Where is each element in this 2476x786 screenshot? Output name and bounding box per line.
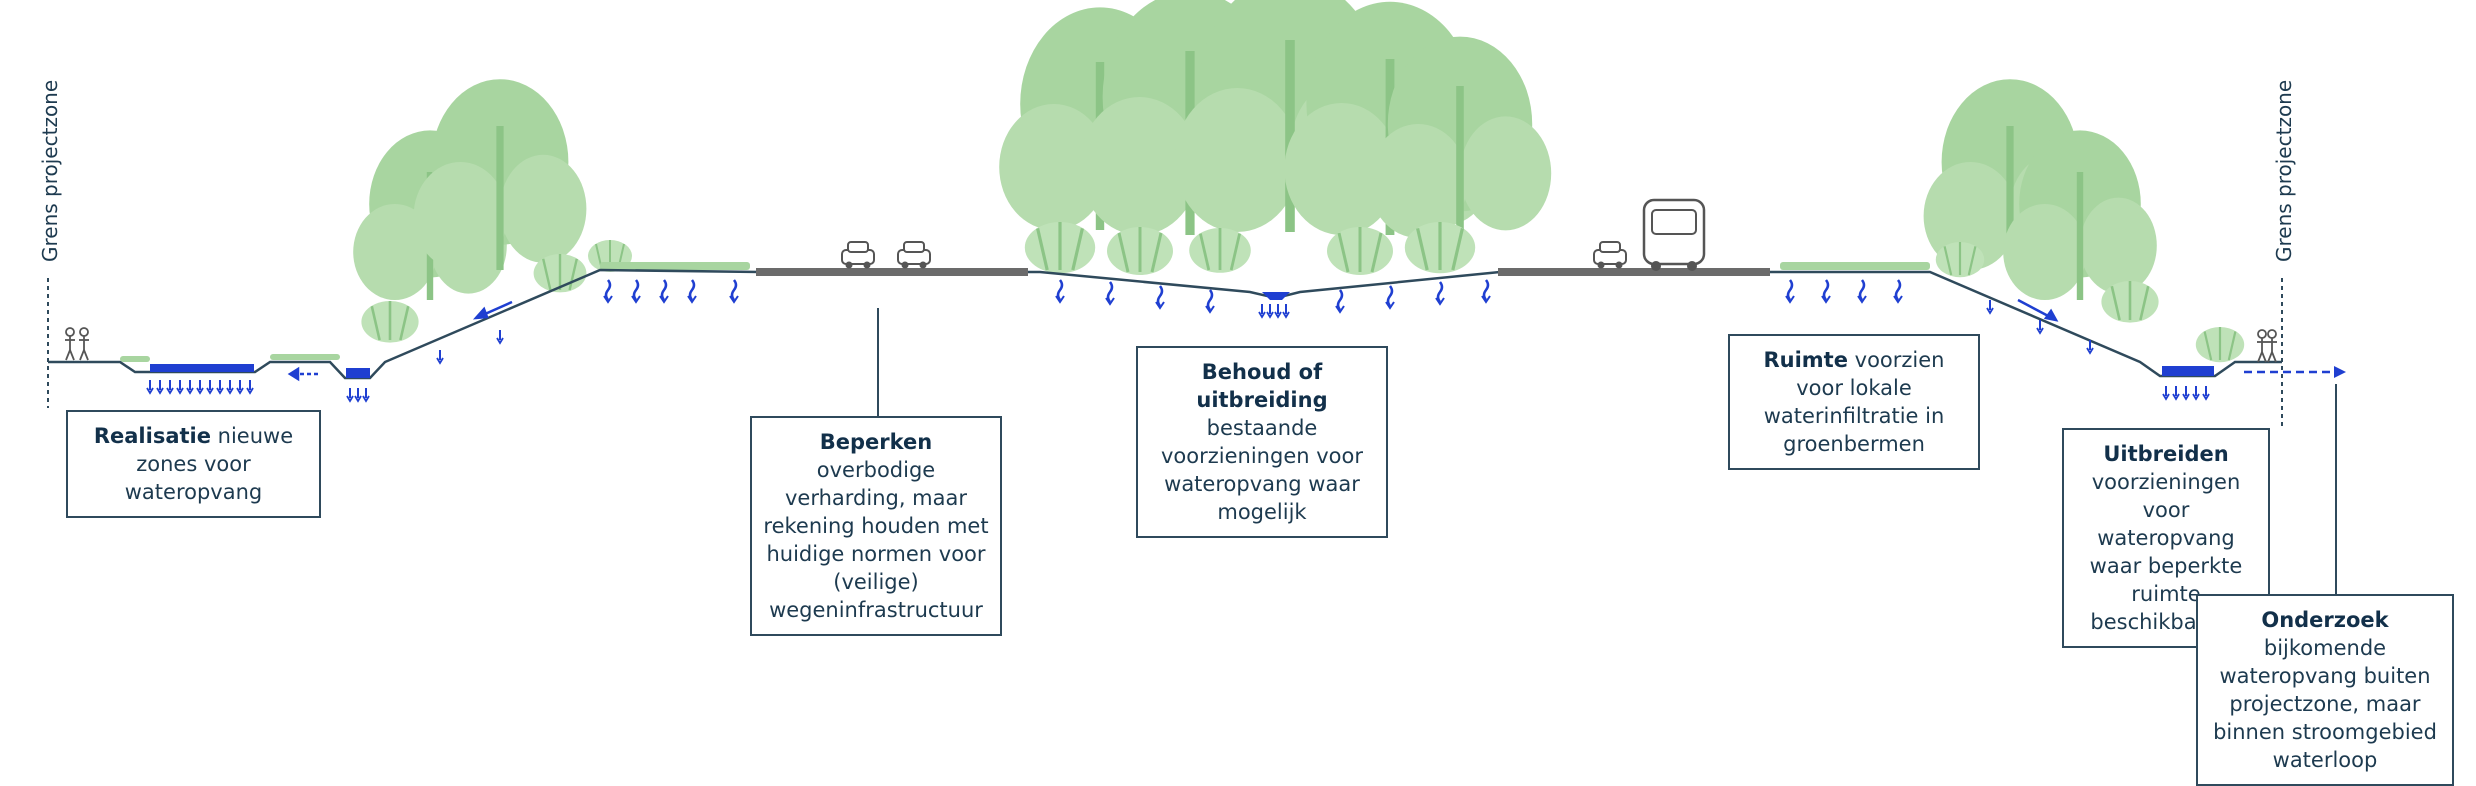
ground-profile [48, 268, 2282, 380]
infiltration-center [1258, 303, 1290, 318]
boundary-label-right: Grens projectzone [2272, 79, 2296, 262]
pedestrians-right [2256, 329, 2278, 363]
callout-behoud-title: Behoud of uitbreiding [1196, 360, 1328, 412]
boundary-label-left: Grens projectzone [38, 79, 62, 262]
right-slope-trees [1924, 79, 2246, 364]
callout-uitbreiden-title: Uitbreiden [2103, 442, 2229, 466]
callout-behoud-text: bestaande voorzieningen voor wateropvang… [1161, 416, 1363, 524]
callout-onderzoek-title: Onderzoek [2261, 608, 2389, 632]
callout-realisatie: Realisatie nieuwe zones voor wateropvang [66, 410, 321, 518]
infiltration-right [2162, 385, 2210, 400]
grass-strips [120, 262, 1930, 362]
callout-onderzoek: Onderzoek bijkomende wateropvang buiten … [2196, 594, 2454, 786]
callout-beperken-title: Beperken [819, 430, 933, 454]
road-right [1498, 268, 1770, 276]
infiltration-left [146, 379, 370, 402]
callout-realisatie-title: Realisatie [93, 424, 211, 448]
callout-ruimte-title: Ruimte [1763, 348, 1848, 372]
central-forest [999, 0, 1551, 277]
water-basins [150, 292, 2214, 378]
left-slope-trees [353, 79, 633, 344]
road-left [756, 268, 1028, 276]
leader-lines [877, 308, 2337, 596]
callout-ruimte-text: voorzien voor lokale waterinfiltratie in… [1763, 348, 1945, 456]
runoff-arrows [287, 298, 2059, 382]
pedestrians-left [64, 327, 90, 361]
cars-left [841, 241, 931, 270]
callout-onderzoek-text: bijkomende wateropvang buiten projectzon… [2213, 636, 2437, 772]
outflow-arrow [2244, 366, 2346, 378]
callout-ruimte: Ruimte voorzien voor lokale waterinfiltr… [1728, 334, 1980, 470]
callout-beperken-text: overbodige verharding, maar rekening hou… [763, 458, 989, 622]
bus-icon [1642, 198, 1706, 271]
callout-beperken: Beperken overbodige verharding, maar rek… [750, 416, 1002, 636]
car-right [1593, 241, 1627, 270]
callout-realisatie-text: nieuwe zones voor wateropvang [124, 424, 294, 504]
